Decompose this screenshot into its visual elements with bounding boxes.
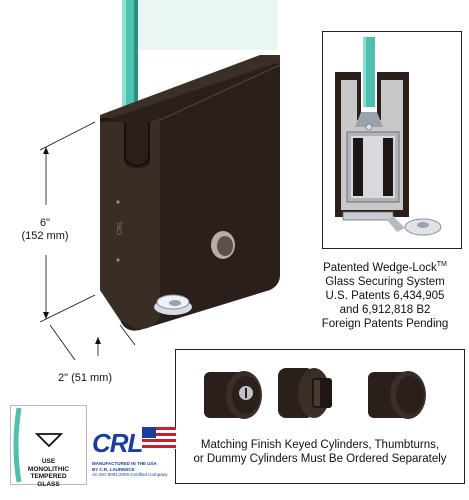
cylinders-caption-line-2: or Dummy Cylinders Must Be Ordered Separ… (193, 453, 447, 465)
patent-line-5: Foreign Patents Pending (321, 317, 449, 330)
tempered-line-4: GLASS (37, 480, 60, 488)
thumbturn-icon (278, 368, 332, 418)
cylinders-caption: Matching Finish Keyed Cylinders, Thumbtu… (176, 438, 464, 466)
crl-line-1: MANUFACTURED IN THE USA (92, 461, 157, 466)
keyed-cylinder-icon (204, 371, 262, 419)
cylinders-box: Matching Finish Keyed Cylinders, Thumbtu… (175, 349, 465, 484)
crl-line-3: An ISO 9001:2008 Certified Company (92, 472, 168, 477)
patent-line-3: U.S. Patents 6,434,905 (325, 289, 445, 302)
patent-line-2: Glass Securing System (325, 275, 445, 288)
svg-text:CRL: CRL (117, 221, 124, 235)
crl-line-2: BY C.R. LAURENCE (92, 466, 135, 472)
patent-info: Patented Wedge-LockTM Glass Securing Sys… (305, 258, 465, 331)
wedge-lock-detail-box (322, 31, 462, 249)
dummy-cylinder-icon (368, 371, 426, 419)
cylinders-illustration (204, 368, 426, 419)
tempered-line-2: MONOLITHIC (27, 465, 70, 473)
patent-line-4: and 6,912,818 B2 (339, 303, 431, 316)
crl-logo: CRL MANUFACTURED IN THE USA BY C.R. LAUR… (90, 425, 180, 485)
tempered-glass-icon (13, 407, 64, 483)
tempered-glass-text: USE MONOLITHIC TEMPERED GLASS (11, 458, 86, 488)
patent-line-1: Patented Wedge-Lock (323, 261, 437, 274)
height-inches: 6" (39, 217, 51, 229)
us-flag-icon (142, 427, 176, 449)
width-dimension-label: 2" (51 mm) (57, 372, 113, 384)
tempered-glass-badge: USE MONOLITHIC TEMPERED GLASS (10, 405, 87, 488)
trademark-mark: TM (436, 261, 447, 268)
height-dimension-label: 6" (152 mm) (15, 217, 75, 243)
door-rail-illustration: CRL (39, 0, 281, 360)
cylinders-caption-line-1: Matching Finish Keyed Cylinders, Thumbtu… (200, 439, 440, 451)
wedge-lock-cross-section-icon (335, 37, 442, 236)
tempered-line-3: TEMPERED (30, 473, 67, 480)
tempered-line-1: USE (41, 458, 56, 465)
height-mm: (152 mm) (21, 230, 69, 242)
crl-mark: CRL (92, 428, 143, 458)
